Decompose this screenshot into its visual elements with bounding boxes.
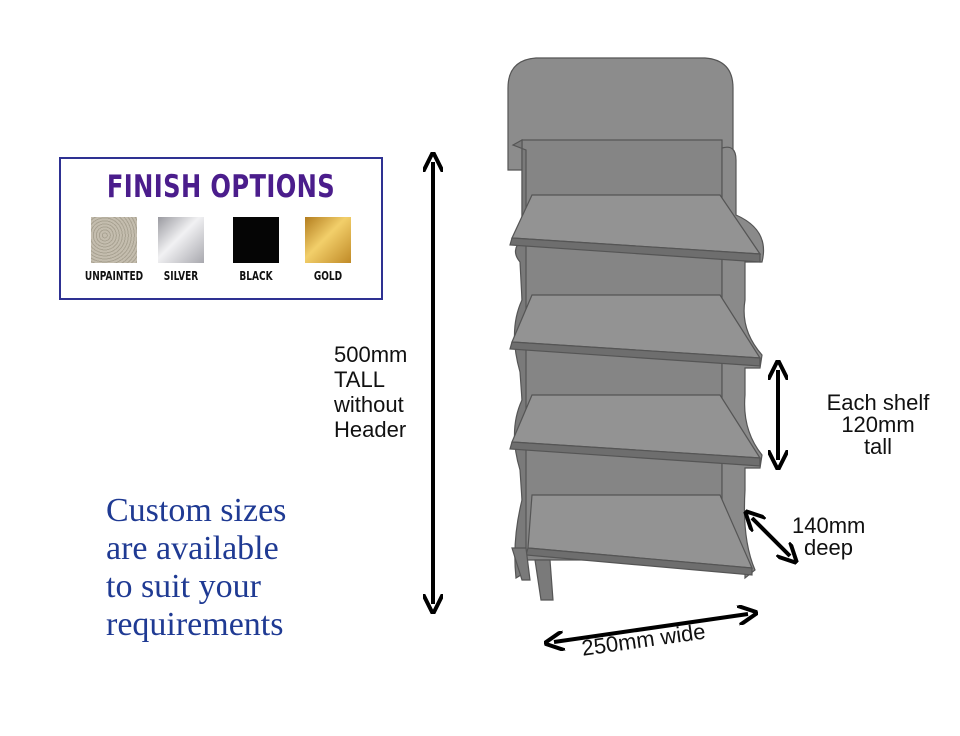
display-stand [507,57,765,601]
swatch-label-unpainted: UNPAINTED [84,269,144,283]
height-label-line: 500mm [334,342,408,367]
silver-swatch [158,217,204,263]
shelf-height-label: Each shelf 120mm tall [808,392,948,458]
custom-note-line: Custom sizes [106,492,287,529]
depth-arrow [752,518,790,556]
height-label-line: TALL [334,367,385,392]
finish-options-title: FINISH OPTIONS [106,169,336,205]
shelf-label-line: 120mm [841,412,915,437]
stand-front-foot [534,559,554,601]
custom-note-line: to suit your [106,568,261,605]
height-label-line: Header [334,417,407,442]
stand-foot-right [540,570,748,600]
finish-options-panel: FINISH OPTIONS UNPAINTED SILVER BLACK GO… [59,157,383,300]
custom-note-line: are available [106,530,279,567]
shelf-label-line: Each shelf [826,390,930,415]
stand-left-side [511,138,527,579]
swatch-label-black: BLACK [239,269,273,283]
depth-label-line: 140mm [792,513,866,538]
depth-label-line: deep [804,535,853,560]
depth-label: 140mm deep [792,515,865,559]
height-label: 500mm TALL without Header [334,342,407,442]
width-arrow [554,614,748,642]
shelf-label-line: tall [863,434,893,459]
shelf-2-lip [509,341,761,367]
black-swatch [233,217,279,263]
stand-foot-left [511,547,531,581]
custom-note-line: requirements [106,606,284,643]
swatch-label-gold: GOLD [313,269,343,283]
height-label-line: without [334,392,404,417]
gold-swatch [305,217,351,263]
shelf-3-lip [509,441,761,467]
shelf-1-lip [509,237,761,263]
swatch-label-silver: SILVER [163,269,199,283]
unpainted-swatch [91,217,137,263]
custom-sizes-note: Custom sizes are available to suit your … [106,492,286,644]
